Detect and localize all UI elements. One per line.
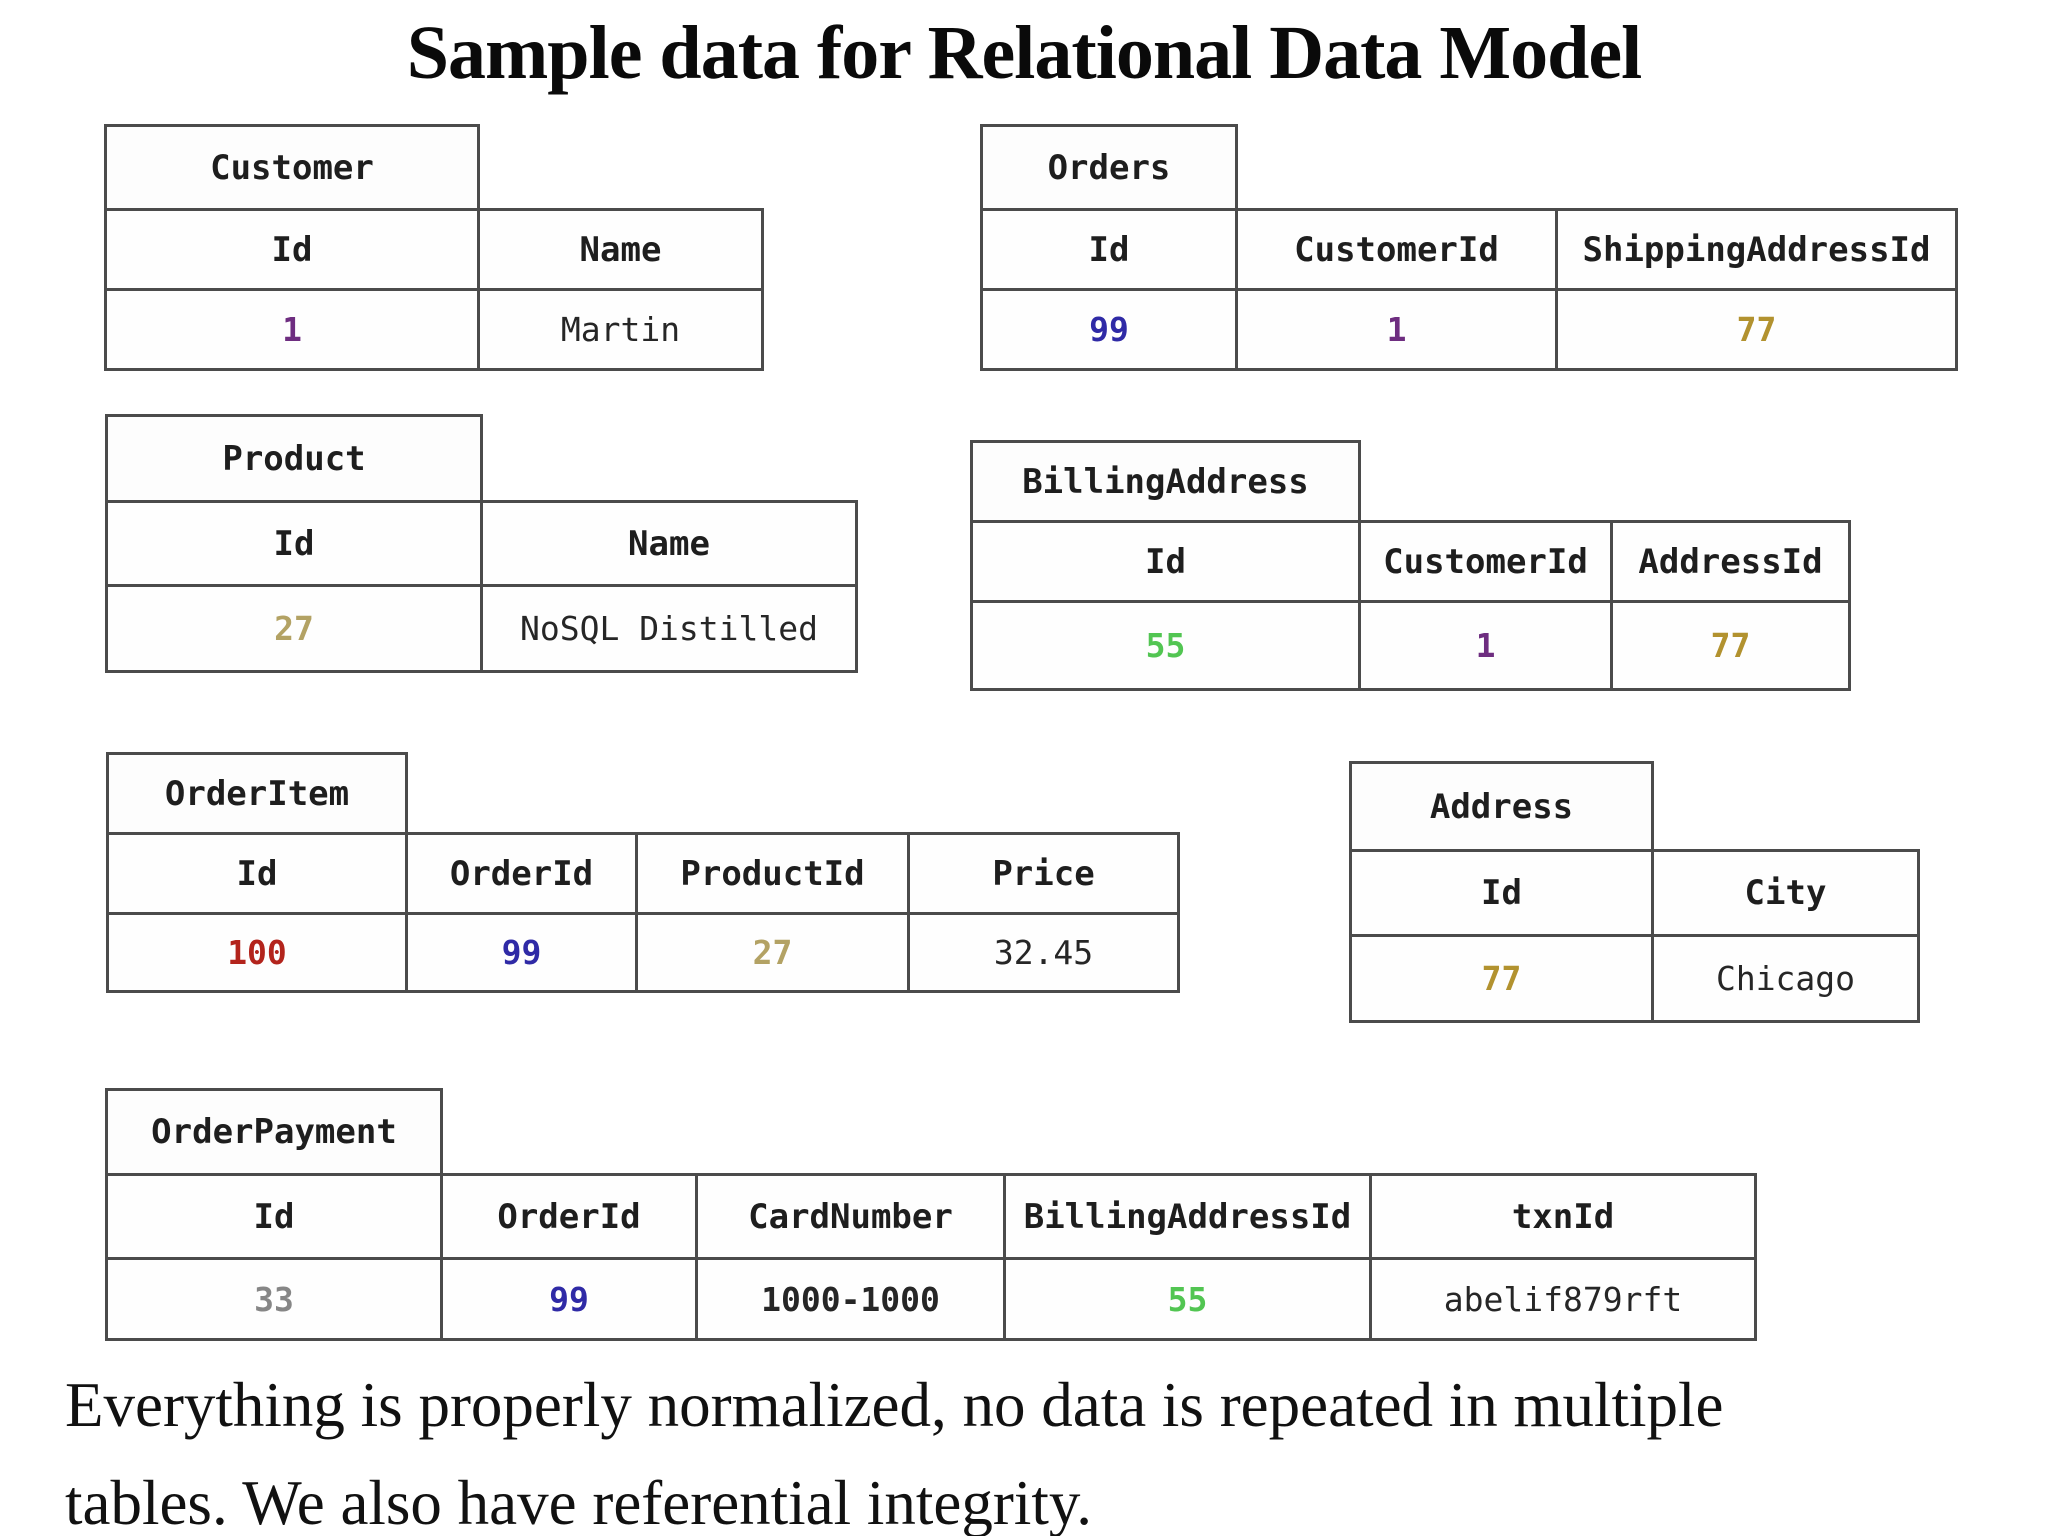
footer-line-2: tables. We also have referential integri… bbox=[65, 1468, 1093, 1536]
table-address: Address Id City 77 Chicago bbox=[1349, 761, 1920, 1023]
column-header: City bbox=[1654, 852, 1920, 937]
column-header: Id bbox=[108, 503, 483, 587]
table-grid: Id City 77 Chicago bbox=[1349, 849, 1920, 1023]
data-cell: abelif879rft bbox=[1372, 1260, 1757, 1341]
table-title: Customer bbox=[104, 124, 480, 208]
page-title: Sample data for Relational Data Model bbox=[406, 11, 1643, 95]
footer-line-1: Everything is properly normalized, no da… bbox=[65, 1370, 1724, 1440]
table-title: BillingAddress bbox=[970, 440, 1361, 520]
table-grid: Id CustomerId AddressId 55 1 77 bbox=[970, 520, 1851, 691]
table-order-payment: OrderPayment Id OrderId CardNumber Billi… bbox=[105, 1088, 1757, 1341]
data-cell: 27 bbox=[108, 587, 483, 673]
data-cell: 99 bbox=[443, 1260, 698, 1341]
data-cell: 27 bbox=[638, 915, 910, 993]
data-cell: 1 bbox=[1238, 291, 1558, 371]
data-cell: 1 bbox=[107, 291, 480, 371]
table-title: OrderPayment bbox=[105, 1088, 443, 1173]
column-header: Price bbox=[910, 835, 1180, 915]
column-header: ProductId bbox=[638, 835, 910, 915]
table-grid: Id OrderId CardNumber BillingAddressId t… bbox=[105, 1173, 1757, 1341]
data-cell: 77 bbox=[1352, 937, 1654, 1023]
table-grid: Id Name 27 NoSQL Distilled bbox=[105, 500, 858, 673]
data-cell: Martin bbox=[480, 291, 764, 371]
column-header: OrderId bbox=[408, 835, 638, 915]
table-order-item: OrderItem Id OrderId ProductId Price 100… bbox=[106, 752, 1180, 993]
table-product: Product Id Name 27 NoSQL Distilled bbox=[105, 414, 858, 673]
data-cell: 1 bbox=[1361, 603, 1613, 691]
column-header: CardNumber bbox=[698, 1176, 1006, 1260]
data-cell: 77 bbox=[1613, 603, 1851, 691]
column-header: Id bbox=[1352, 852, 1654, 937]
column-header: Id bbox=[109, 835, 408, 915]
column-header: OrderId bbox=[443, 1176, 698, 1260]
column-header: Id bbox=[108, 1176, 443, 1260]
data-cell: 100 bbox=[109, 915, 408, 993]
column-header: Name bbox=[480, 211, 764, 291]
data-cell: 99 bbox=[983, 291, 1238, 371]
data-cell: NoSQL Distilled bbox=[483, 587, 858, 673]
data-cell: 33 bbox=[108, 1260, 443, 1341]
data-cell: 32.45 bbox=[910, 915, 1180, 993]
table-customer: Customer Id Name 1 Martin bbox=[104, 124, 764, 371]
table-title: Product bbox=[105, 414, 483, 500]
column-header: AddressId bbox=[1613, 523, 1851, 603]
table-title: OrderItem bbox=[106, 752, 408, 832]
column-header: ShippingAddressId bbox=[1558, 211, 1958, 291]
column-header: Id bbox=[983, 211, 1238, 291]
data-cell: 55 bbox=[1006, 1260, 1372, 1341]
data-cell: 1000-1000 bbox=[698, 1260, 1006, 1341]
footer-text: Everything is properly normalized, no da… bbox=[65, 1356, 1995, 1536]
table-grid: Id OrderId ProductId Price 100 99 27 32.… bbox=[106, 832, 1180, 993]
table-grid: Id Name 1 Martin bbox=[104, 208, 764, 371]
table-orders: Orders Id CustomerId ShippingAddressId 9… bbox=[980, 124, 1958, 371]
data-cell: Chicago bbox=[1654, 937, 1920, 1023]
column-header: CustomerId bbox=[1238, 211, 1558, 291]
data-cell: 99 bbox=[408, 915, 638, 993]
column-header: Id bbox=[107, 211, 480, 291]
column-header: BillingAddressId bbox=[1006, 1176, 1372, 1260]
table-title: Orders bbox=[980, 124, 1238, 208]
column-header: Id bbox=[973, 523, 1361, 603]
table-grid: Id CustomerId ShippingAddressId 99 1 77 bbox=[980, 208, 1958, 371]
data-cell: 77 bbox=[1558, 291, 1958, 371]
column-header: Name bbox=[483, 503, 858, 587]
table-billing-address: BillingAddress Id CustomerId AddressId 5… bbox=[970, 440, 1851, 691]
column-header: txnId bbox=[1372, 1176, 1757, 1260]
column-header: CustomerId bbox=[1361, 523, 1613, 603]
data-cell: 55 bbox=[973, 603, 1361, 691]
table-title: Address bbox=[1349, 761, 1654, 849]
